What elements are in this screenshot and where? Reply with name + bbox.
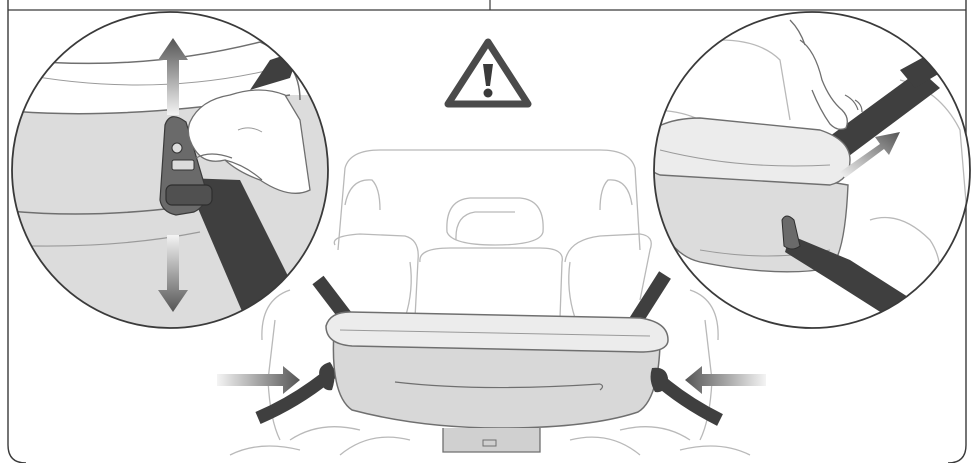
carrycot-illustration (255, 271, 723, 453)
right-detail-circle (653, 11, 971, 329)
arrow-down-icon (158, 235, 188, 312)
arrow-up-icon (158, 38, 188, 115)
arrow-diagonal-icon (840, 132, 900, 178)
arrow-right-icon (217, 366, 300, 394)
arrow-left-icon (685, 366, 766, 394)
warning-triangle-icon (444, 38, 532, 108)
rear-seats-illustration (229, 149, 751, 456)
left-detail-circle (11, 11, 329, 329)
